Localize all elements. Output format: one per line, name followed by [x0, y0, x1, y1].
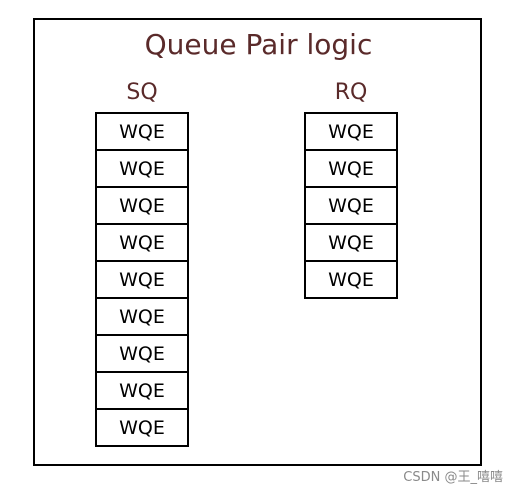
sq-wqe-entry: WQE: [95, 149, 189, 188]
sq-label: SQ: [126, 80, 158, 105]
diagram-title: Queue Pair logic: [144, 28, 373, 61]
sq-wqe-entry: WQE: [95, 260, 189, 299]
sq-stack: WQE WQE WQE WQE WQE WQE WQE WQE WQE: [95, 112, 189, 447]
sq-wqe-entry: WQE: [95, 223, 189, 262]
rq-wqe-entry: WQE: [304, 223, 398, 262]
sq-wqe-entry: WQE: [95, 334, 189, 373]
csdn-watermark: CSDN @王_嘻嘻: [403, 470, 503, 485]
sq-wqe-entry: WQE: [95, 297, 189, 336]
sq-wqe-entry: WQE: [95, 186, 189, 225]
rq-stack: WQE WQE WQE WQE WQE: [304, 112, 398, 299]
rq-wqe-entry: WQE: [304, 149, 398, 188]
rq-wqe-entry: WQE: [304, 112, 398, 151]
sq-wqe-entry: WQE: [95, 371, 189, 410]
rq-wqe-entry: WQE: [304, 260, 398, 299]
sq-wqe-entry: WQE: [95, 112, 189, 151]
rq-label: RQ: [334, 80, 368, 105]
rq-wqe-entry: WQE: [304, 186, 398, 225]
sq-wqe-entry: WQE: [95, 408, 189, 447]
